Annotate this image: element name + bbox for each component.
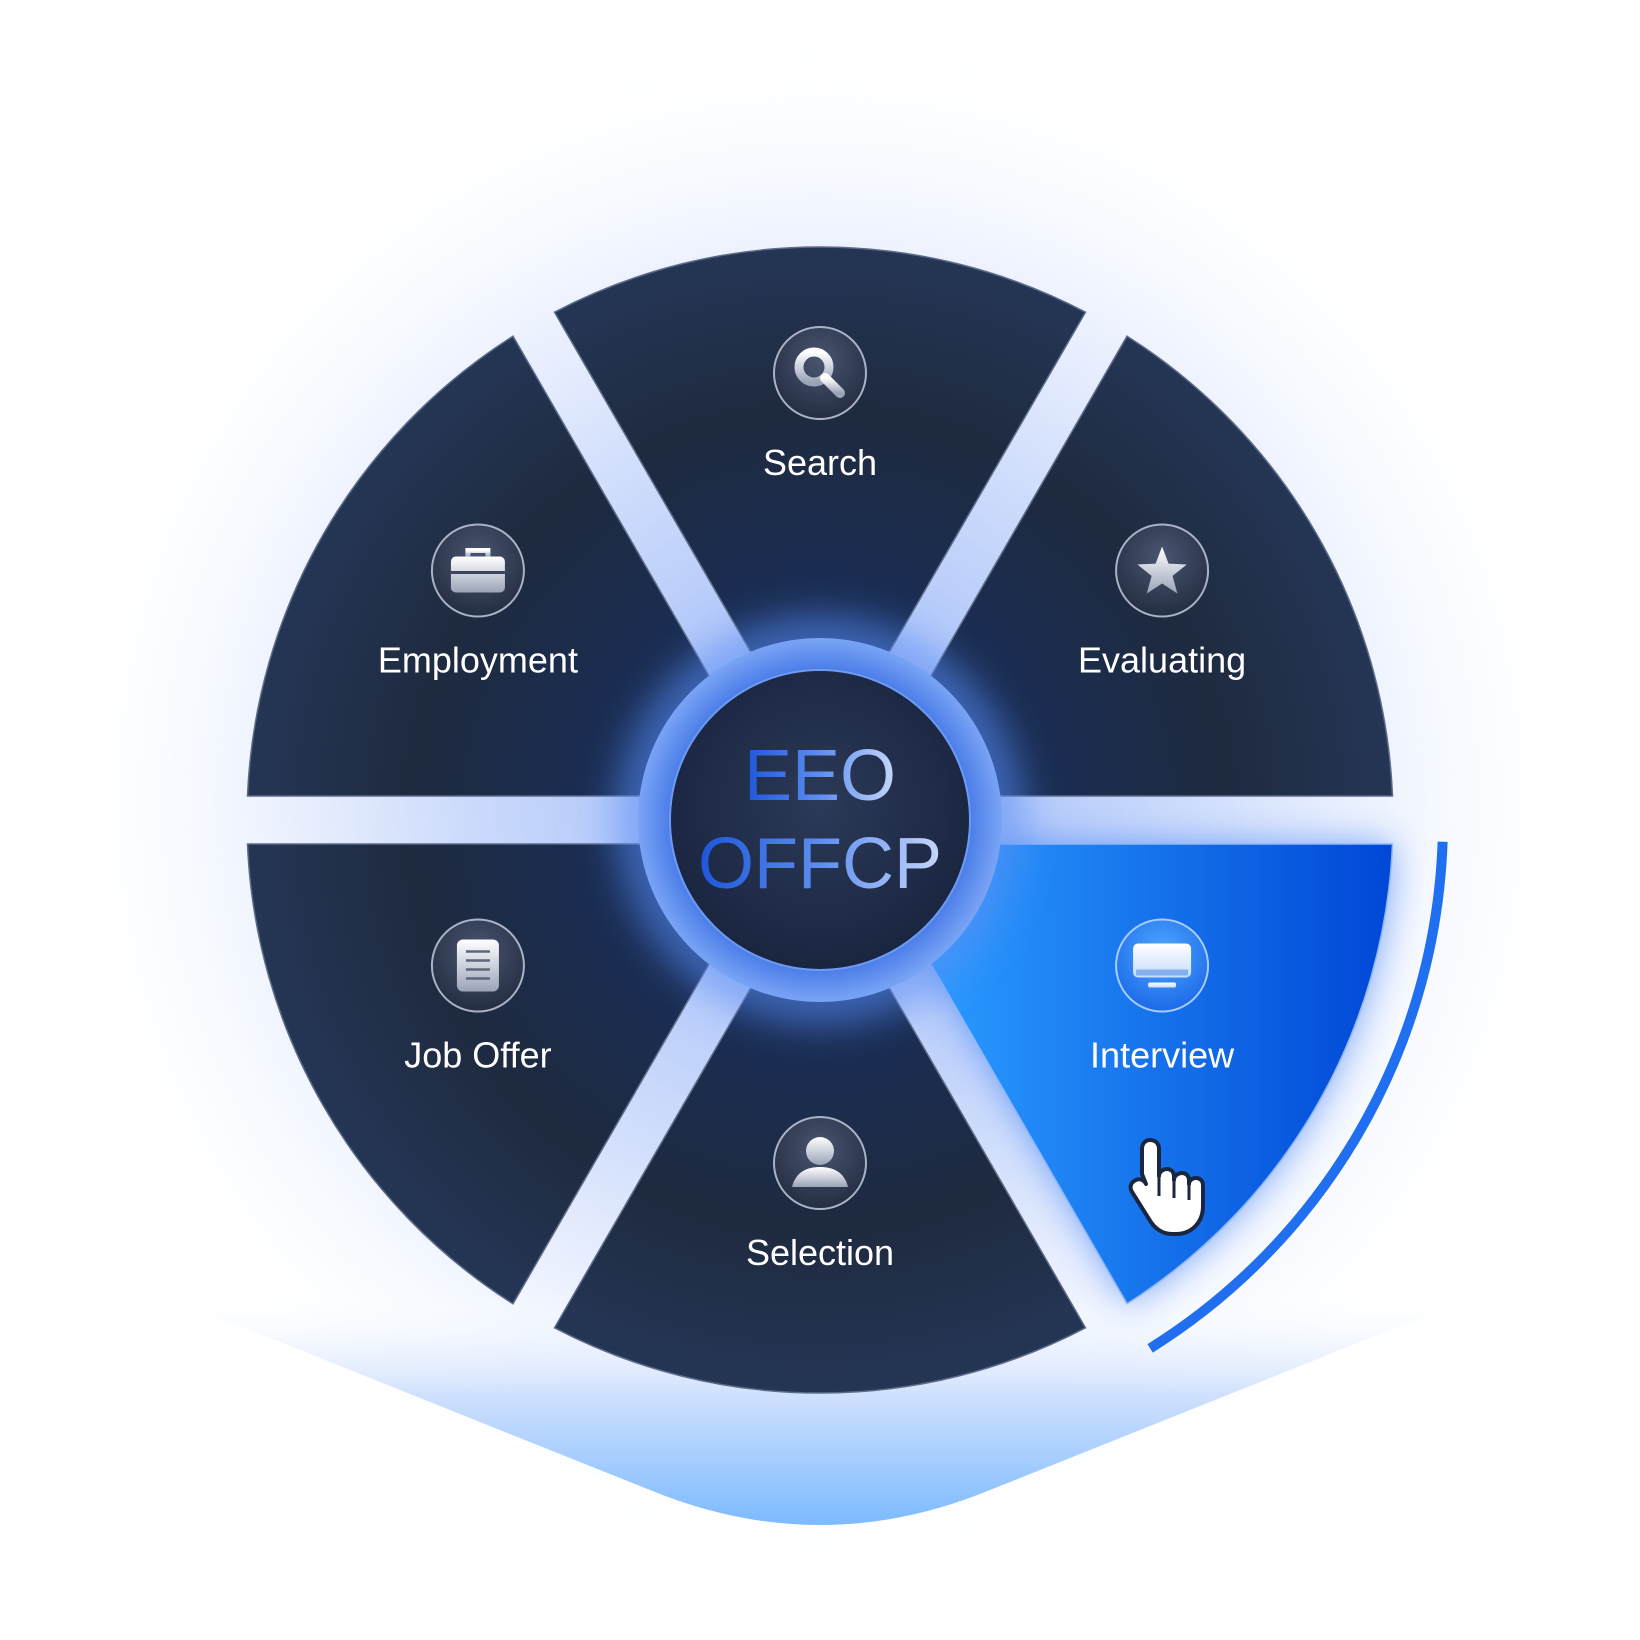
segment-label-interview: Interview [1090, 1035, 1235, 1076]
segment-label-employment: Employment [378, 640, 578, 681]
segment-label-job-offer: Job Offer [404, 1035, 551, 1076]
segment-label-search: Search [763, 442, 877, 483]
user-icon [773, 1116, 867, 1210]
hand-pointer-icon [1128, 1138, 1205, 1236]
search-icon [773, 326, 867, 420]
briefcase-icon [430, 523, 525, 618]
center-hub: EEO OFFCP [615, 615, 1025, 1025]
center-title-line1: EEO [744, 736, 896, 816]
segment-label-selection: Selection [746, 1232, 894, 1273]
segment-label-evaluating: Evaluating [1078, 640, 1246, 681]
document-icon [430, 918, 525, 1013]
monitor-icon [1115, 918, 1210, 1013]
star-icon [1115, 523, 1210, 618]
center-title-line2: OFFCP [698, 824, 942, 904]
active-accent-arc [1147, 841, 1448, 1353]
